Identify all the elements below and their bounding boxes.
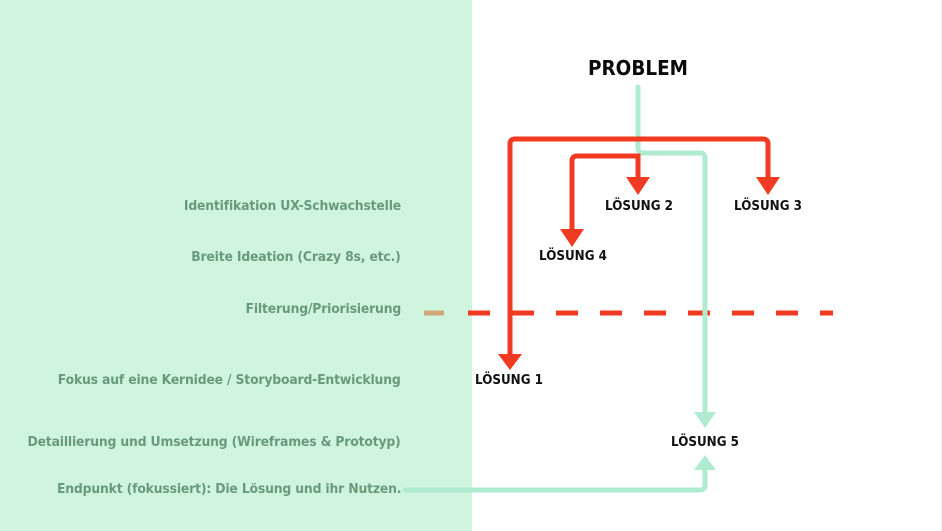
red-path-outer <box>515 136 771 180</box>
node-loesung-1: LÖSUNG 1 <box>474 373 544 388</box>
stage-label-filtering: Filterung/Priorisierung <box>245 301 401 317</box>
node-loesung-5: LÖSUNG 5 <box>670 435 740 450</box>
green-path-problem-to-loesung-5 <box>635 84 708 415</box>
arrow-head-loesung-5-bottom <box>694 455 716 470</box>
red-path-loesung-1 <box>507 136 516 358</box>
stage-label-endpoint: Endpunkt (fokussiert): Die Lösung und ih… <box>56 481 402 497</box>
stage-label-ideation: Breite Ideation (Crazy 8s, etc.) <box>191 249 402 265</box>
arrow-head-loesung-1 <box>498 354 522 370</box>
node-loesung-3: LÖSUNG 3 <box>733 199 803 214</box>
red-path-loesung-4 <box>569 153 578 232</box>
green-path-endpoint-to-loesung-5 <box>402 465 708 493</box>
arrow-head-loesung-5-top <box>694 412 716 428</box>
process-stages-panel <box>0 0 472 531</box>
stage-label-identification: Identifikation UX-Schwachstelle <box>183 198 401 214</box>
stage-label-focus: Fokus auf eine Kernidee / Storyboard-Ent… <box>58 372 401 388</box>
arrow-head-loesung-2 <box>626 177 650 195</box>
node-loesung-2: LÖSUNG 2 <box>604 199 674 214</box>
red-path-inner <box>577 153 641 180</box>
stage-label-detailing: Detaillierung und Umsetzung (Wireframes … <box>27 434 401 450</box>
arrow-head-loesung-4 <box>560 229 584 247</box>
arrow-head-loesung-3 <box>756 177 780 195</box>
problem-title: PROBLEM <box>588 56 688 80</box>
node-loesung-4: LÖSUNG 4 <box>538 249 608 264</box>
